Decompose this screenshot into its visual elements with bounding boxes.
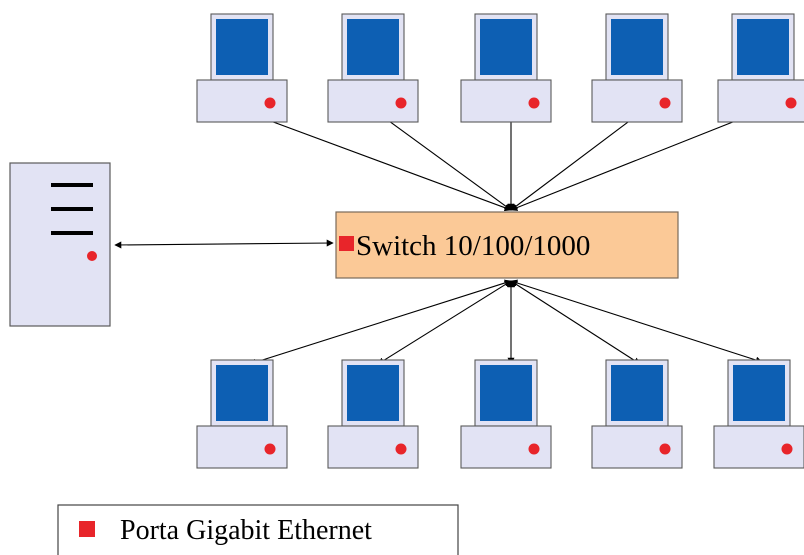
switch: Switch 10/100/1000	[335, 211, 679, 279]
legend: Porta Gigabit Ethernet	[57, 504, 459, 555]
gigabit-port	[659, 97, 671, 109]
computer	[713, 359, 804, 469]
computer	[460, 13, 552, 123]
computer	[196, 13, 288, 123]
gigabit-port	[528, 97, 540, 109]
workstations	[196, 13, 804, 469]
link-arrow	[510, 280, 641, 365]
legend-box	[57, 504, 459, 555]
link-arrow	[510, 112, 641, 211]
server-slot	[51, 207, 93, 211]
computer	[460, 359, 552, 469]
monitor-screen	[347, 19, 399, 75]
gigabit-port	[395, 443, 407, 455]
legend-marker	[79, 521, 95, 537]
link-arrow	[377, 112, 512, 211]
desktop-case	[327, 79, 419, 123]
computer	[327, 13, 419, 123]
gigabit-port	[659, 443, 671, 455]
link-arrow	[510, 279, 763, 364]
switch-box	[335, 211, 679, 279]
legend-label: Porta Gigabit Ethernet	[120, 515, 372, 546]
server-case	[9, 162, 111, 327]
monitor-screen	[216, 365, 268, 421]
switch-gigabit-port	[339, 236, 354, 251]
computer	[717, 13, 804, 123]
server-gigabit-port	[87, 251, 97, 261]
monitor-screen	[611, 365, 663, 421]
switch-label: Switch 10/100/1000	[356, 230, 590, 262]
monitor-screen	[216, 19, 268, 75]
computer	[327, 359, 419, 469]
monitor-screen	[480, 19, 532, 75]
server	[9, 162, 111, 327]
gigabit-port	[395, 97, 407, 109]
monitor-screen	[611, 19, 663, 75]
computer	[591, 359, 683, 469]
monitor-screen	[733, 365, 785, 421]
gigabit-port	[528, 443, 540, 455]
server-slot	[51, 231, 93, 235]
gigabit-port	[785, 97, 797, 109]
link-arrow	[114, 239, 334, 249]
link-arrow	[248, 111, 512, 212]
gigabit-port	[264, 443, 276, 455]
link-arrow	[510, 109, 764, 211]
gigabit-port	[781, 443, 793, 455]
computer	[196, 359, 288, 469]
monitor-screen	[737, 19, 789, 75]
server-slot	[51, 183, 93, 187]
connection-lines	[114, 109, 764, 366]
computer	[591, 13, 683, 123]
monitor-screen	[347, 365, 399, 421]
monitor-screen	[480, 365, 532, 421]
gigabit-port	[264, 97, 276, 109]
link-arrow	[377, 280, 512, 365]
link-arrow	[249, 279, 512, 366]
